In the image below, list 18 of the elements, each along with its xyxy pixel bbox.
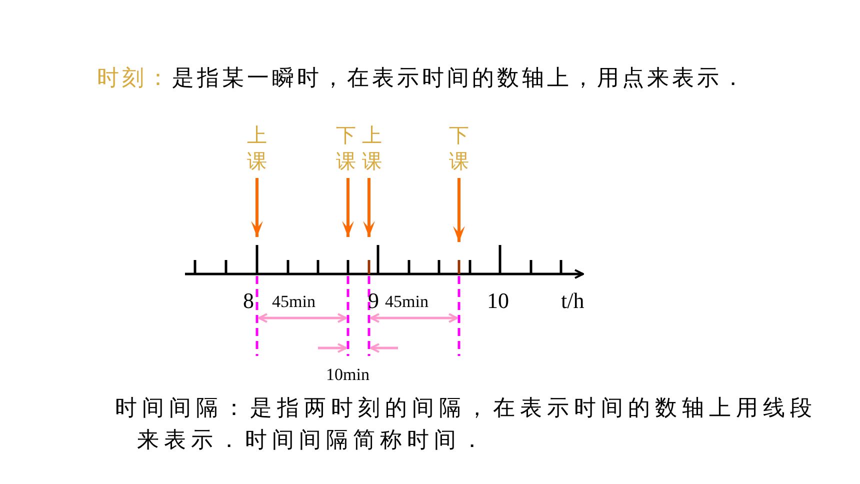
dimension-label: 45min xyxy=(272,293,316,310)
tick-label: 8 xyxy=(243,290,254,312)
time-axis xyxy=(185,245,584,279)
dimension-label: 45min xyxy=(385,293,428,310)
arrow xyxy=(453,178,465,242)
event-label: 上课 xyxy=(361,122,383,174)
tick-label: 9 xyxy=(368,290,379,312)
arrow xyxy=(342,178,354,237)
dimension-label: 10min xyxy=(326,366,370,383)
event-label: 上课 xyxy=(246,122,268,174)
definition-text: 时间间隔：是指两时刻的间隔，在表示时间的数轴上用线段来表示．时间间隔简称时间． xyxy=(115,395,818,455)
arrow xyxy=(251,178,263,237)
arrow xyxy=(363,178,375,237)
tick-label: 10 xyxy=(487,290,509,312)
axis-label: t/h xyxy=(561,290,584,312)
event-label: 下课 xyxy=(335,122,357,174)
event-label: 下课 xyxy=(448,122,470,174)
definition-text: 时刻：是指某一瞬时，在表示时间的数轴上，用点来表示． xyxy=(97,65,747,93)
